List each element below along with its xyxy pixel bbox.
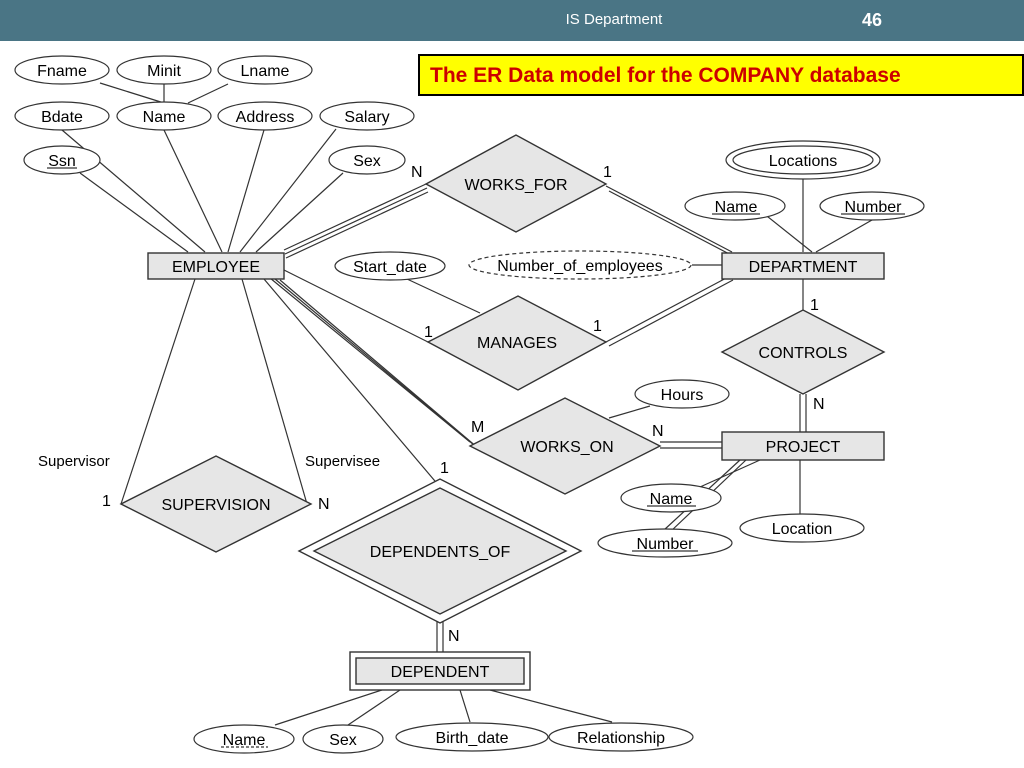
- relationship-labels: WORKS_FOR MANAGES CONTROLS WORKS_ON SUPE…: [161, 177, 847, 561]
- attr-proj-number: Number: [637, 536, 695, 553]
- entity-project-box: [721, 431, 885, 461]
- attr-dept-number: Number: [845, 199, 903, 216]
- attr-dept-name: Name: [715, 199, 758, 216]
- header-title: IS Department: [565, 11, 663, 28]
- rel-works-for: WORKS_FOR: [464, 177, 567, 194]
- attr-name-shape: [116, 101, 212, 131]
- card-supervision-supervisor: 1: [102, 493, 111, 510]
- entity-dependent: DEPENDENT: [391, 664, 490, 681]
- card-works-for-employee: N: [411, 164, 423, 181]
- entity-department: DEPARTMENT: [749, 259, 858, 276]
- title-box: The ER Data model for the COMPANY databa…: [418, 54, 1024, 96]
- attribute-ellipses: [14, 55, 925, 754]
- card-dependents-of-dependent: N: [448, 628, 460, 645]
- attr-dep-name: Name: [223, 732, 266, 749]
- role-supervisee: Supervisee: [305, 453, 380, 470]
- attr-address-shape: [217, 101, 313, 131]
- entity-employee: EMPLOYEE: [172, 259, 260, 276]
- rel-supervision-shape: [119, 455, 313, 553]
- connector-lines: [61, 82, 873, 726]
- attr-locations-inner-shape: [732, 145, 874, 175]
- role-labels: Supervisor Supervisee: [38, 453, 380, 470]
- attr-proj-name: Name: [650, 491, 693, 508]
- card-manages-department: 1: [593, 318, 602, 335]
- rel-works-on: WORKS_ON: [520, 439, 613, 456]
- attr-ssn: Ssn: [48, 153, 76, 170]
- attr-number-of-employees: Number_of_employees: [497, 258, 662, 275]
- attr-number-of-employees-shape: [468, 250, 692, 280]
- attribute-labels: Fname Minit Lname Name Bdate Address Sal…: [37, 63, 902, 749]
- key-underlines: [47, 167, 905, 748]
- attr-address: Address: [236, 109, 295, 126]
- attr-sex-shape: [328, 145, 406, 175]
- entity-project: PROJECT: [766, 439, 841, 456]
- card-works-on-project: N: [652, 423, 664, 440]
- entity-boxes: [147, 252, 885, 691]
- attr-dept-name-shape: [684, 191, 786, 221]
- rel-dependents-of-inner-shape: [312, 487, 568, 615]
- attr-proj-name-shape: [620, 483, 722, 513]
- attr-start-date: Start_date: [353, 259, 427, 276]
- rel-controls: CONTROLS: [759, 345, 848, 362]
- attr-relationship: Relationship: [577, 730, 665, 747]
- attr-ssn-shape: [23, 145, 101, 175]
- attr-minit: Minit: [147, 63, 181, 80]
- attr-fname: Fname: [37, 63, 87, 80]
- card-supervision-supervisee: N: [318, 496, 330, 513]
- attr-dept-number-shape: [819, 191, 925, 221]
- card-dependents-of-employee: 1: [440, 460, 449, 477]
- attr-dep-sex-shape: [302, 724, 384, 754]
- attr-salary: Salary: [344, 109, 389, 126]
- attr-hours: Hours: [661, 387, 704, 404]
- attr-birth-date-shape: [395, 722, 549, 752]
- attr-bdate: Bdate: [41, 109, 83, 126]
- entity-department-box: [721, 252, 885, 280]
- attr-lname: Lname: [241, 63, 290, 80]
- diagram-title: The ER Data model for the COMPANY databa…: [430, 64, 901, 87]
- rel-manages-shape: [426, 295, 608, 391]
- rel-manages: MANAGES: [477, 335, 557, 352]
- attr-dep-name-shape: [193, 724, 295, 754]
- entity-dependent-inner-box: [355, 657, 525, 685]
- attr-locations: Locations: [769, 153, 838, 170]
- attr-hours-shape: [634, 379, 730, 409]
- attr-fname-shape: [14, 55, 110, 85]
- slide-header: IS Department 46: [0, 0, 1024, 41]
- rel-controls-shape: [720, 309, 886, 395]
- rel-works-on-shape: [468, 397, 662, 495]
- role-supervisor: Supervisor: [38, 453, 110, 470]
- cardinality-labels: N 1 1 1 1 N M N 1 N 1 N: [102, 164, 825, 645]
- rel-supervision: SUPERVISION: [161, 497, 270, 514]
- attr-birth-date: Birth_date: [436, 730, 509, 747]
- attr-proj-number-shape: [597, 528, 733, 558]
- attr-proj-location: Location: [772, 521, 833, 538]
- entity-labels: EMPLOYEE DEPARTMENT PROJECT DEPENDENT: [172, 259, 858, 681]
- rel-works-for-shape: [424, 134, 608, 233]
- attr-name: Name: [143, 109, 186, 126]
- attr-bdate-shape: [14, 101, 110, 131]
- card-controls-project: N: [813, 396, 825, 413]
- attr-dep-sex: Sex: [329, 732, 357, 749]
- entity-employee-box: [147, 252, 285, 280]
- relationship-diamonds: [119, 134, 886, 624]
- slide-number: 46: [862, 10, 883, 30]
- attr-start-date-shape: [334, 251, 446, 281]
- rel-dependents-of: DEPENDENTS_OF: [370, 544, 511, 561]
- attr-proj-location-shape: [739, 513, 865, 543]
- card-works-on-employee: M: [471, 419, 484, 436]
- attr-relationship-shape: [548, 722, 694, 752]
- attr-lname-shape: [217, 55, 313, 85]
- attr-salary-shape: [319, 101, 415, 131]
- attr-sex: Sex: [353, 153, 381, 170]
- card-controls-department: 1: [810, 297, 819, 314]
- attr-minit-shape: [116, 55, 212, 85]
- card-works-for-department: 1: [603, 164, 612, 181]
- card-manages-employee: 1: [424, 324, 433, 341]
